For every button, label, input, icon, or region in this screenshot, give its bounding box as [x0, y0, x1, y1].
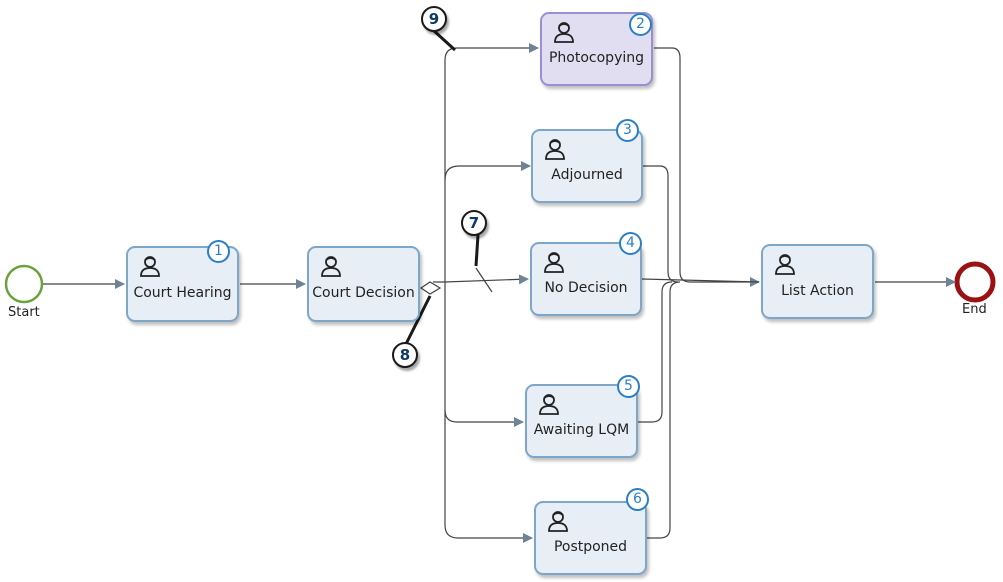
- flow-to-postponed: [444, 410, 533, 543]
- end-event[interactable]: [954, 261, 996, 303]
- flow-no-decision-to-list-action: [641, 278, 760, 283]
- user-icon: [544, 252, 564, 273]
- task-awaiting-lqm[interactable]: Awaiting LQM: [525, 384, 638, 458]
- task-postponed[interactable]: Postponed: [534, 501, 647, 575]
- start-event[interactable]: [4, 264, 44, 304]
- task-number-badge: 5: [617, 375, 640, 398]
- start-event-label: Start: [8, 305, 40, 320]
- task-photocopying[interactable]: Photocopying: [540, 12, 653, 86]
- flow-photocopying-to-list-action: [654, 47, 760, 287]
- task-label: Photocopying: [548, 50, 645, 66]
- task-label: Adjourned: [551, 167, 623, 183]
- task-label: No Decision: [544, 280, 628, 296]
- task-label: Court Decision: [312, 285, 415, 301]
- callout-7: 7: [461, 210, 487, 236]
- callout-9: 9: [421, 6, 447, 32]
- task-label: Court Hearing: [133, 285, 232, 301]
- callout-8-pointer: [403, 295, 432, 347]
- task-court-decision[interactable]: Court Decision: [307, 246, 420, 322]
- task-number-badge: 2: [629, 13, 652, 36]
- flow-to-no-decision: [444, 274, 529, 285]
- user-icon: [548, 511, 568, 532]
- task-number-badge: 3: [616, 119, 639, 142]
- flow-adjourned-to-list-action: [643, 165, 679, 283]
- task-number-badge: 6: [626, 488, 649, 511]
- task-label: Awaiting LQM: [533, 422, 630, 438]
- default-flow-marker: [475, 267, 493, 293]
- end-event-label: End: [962, 302, 987, 317]
- user-icon: [545, 139, 565, 160]
- task-number-badge: 4: [619, 232, 642, 255]
- callout-7-pointer: [474, 234, 480, 267]
- flow-to-adjourned: [444, 161, 531, 181]
- flow-awaiting-lqm-to-list-action: [638, 281, 673, 423]
- flow-postponed-to-list-action: [647, 281, 681, 539]
- user-icon: [554, 22, 574, 43]
- user-icon: [321, 256, 341, 277]
- task-no-decision[interactable]: No Decision: [530, 242, 642, 316]
- user-icon: [775, 254, 795, 275]
- task-label: Postponed: [553, 539, 628, 555]
- flow-to-awaiting-lqm: [444, 282, 524, 427]
- task-list-action[interactable]: List Action: [761, 244, 874, 319]
- diamond-gateway-icon[interactable]: [419, 281, 442, 295]
- task-number-badge: 1: [207, 240, 230, 263]
- task-label: List Action: [781, 282, 854, 299]
- user-icon: [140, 256, 160, 277]
- callout-8: 8: [392, 342, 418, 368]
- user-icon: [539, 394, 559, 415]
- flow-to-photocopying: [433, 43, 539, 283]
- callout-9-pointer: [431, 28, 457, 52]
